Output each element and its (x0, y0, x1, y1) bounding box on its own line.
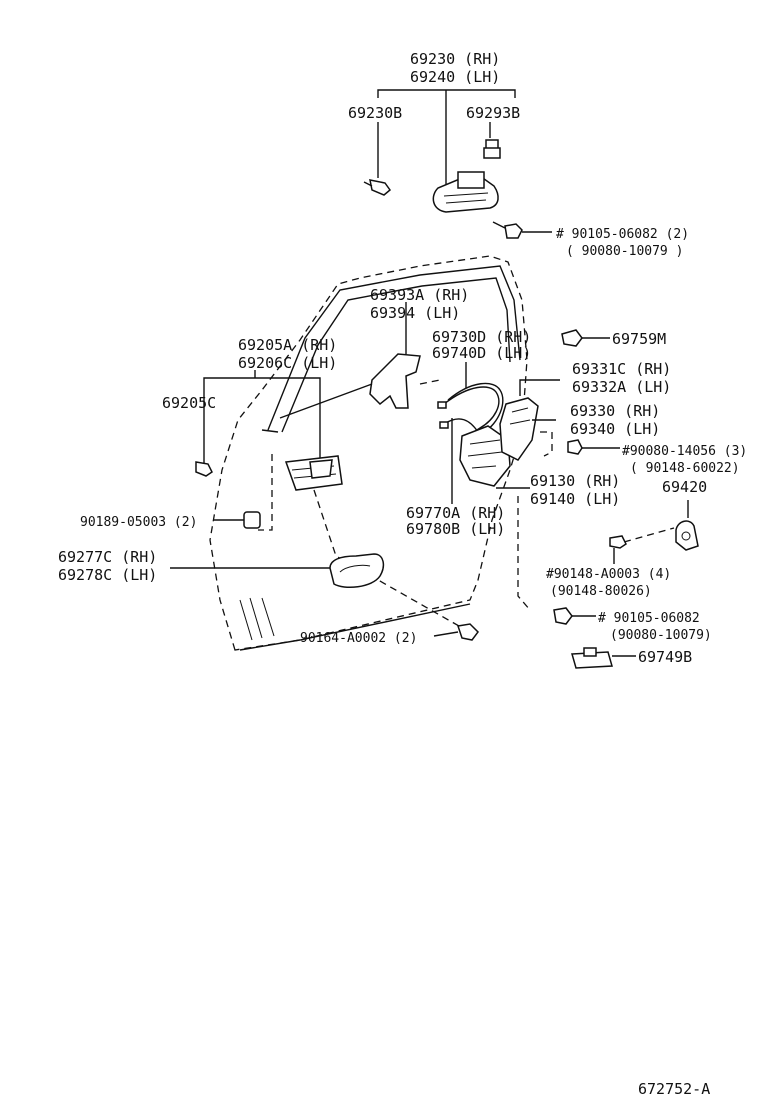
label-69130: 69130 (RH) (530, 472, 620, 490)
label-69140: 69140 (LH) (530, 490, 620, 508)
label-69330: 69330 (RH) (570, 402, 660, 420)
label-69278c: 69278C (LH) (58, 566, 157, 584)
label-69230b: 69230B (348, 104, 402, 122)
label-69730d: 69730D (RH) (432, 328, 531, 346)
label-69780b: 69780B (LH) (406, 520, 505, 538)
grommet-90189 (214, 511, 261, 529)
label-69393a: 69393A (RH) (370, 286, 469, 304)
label-69205c: 69205C (162, 394, 216, 412)
label-90189: 90189-05003 (2) (80, 515, 197, 530)
label-69205a: 69205A (RH) (238, 336, 337, 354)
label-90148-b: #90148-A0003 (4) (546, 567, 671, 582)
label-69749b: 69749B (638, 648, 692, 666)
label-90080-c: (90080-10079) (610, 628, 712, 643)
outside-handle-part (432, 171, 499, 213)
label-69770a: 69770A (RH) (406, 504, 505, 522)
door-lock-assembly-69130 (459, 379, 560, 489)
screw-69230b (363, 179, 392, 196)
label-90148-c: (90148-80026) (550, 584, 652, 599)
bolt-90080-14056 (567, 439, 620, 455)
label-69240: 69240 (LH) (410, 68, 500, 86)
inside-handle-bezel (170, 553, 385, 589)
label-69206c: 69206C (LH) (238, 354, 337, 372)
label-69293b: 69293B (466, 104, 520, 122)
part-labels: 69230 (RH) 69240 (LH) 69230B 69293B # 90… (58, 50, 747, 1098)
inside-handle-part (284, 455, 343, 491)
label-90080-a: ( 90080-10079 ) (566, 244, 683, 259)
door-panel-outline (209, 255, 528, 651)
label-69230: 69230 (RH) (410, 50, 500, 68)
label-69332a: 69332A (LH) (572, 378, 671, 396)
label-90164: 90164-A0002 (2) (300, 631, 417, 646)
label-69277c: 69277C (RH) (58, 548, 157, 566)
inside-handle-bracket (203, 370, 321, 470)
diagram-code: 672752-A (638, 1080, 710, 1098)
striker-69420 (623, 500, 699, 551)
label-69420: 69420 (662, 478, 707, 496)
bolt-90105-top (492, 221, 552, 239)
label-69740d: 69740D (LH) (432, 344, 531, 362)
clip-69293b (483, 139, 501, 159)
pin-69205c (195, 461, 213, 477)
bolt-90105-bottom (553, 607, 596, 625)
clip-69749b (571, 647, 636, 669)
label-69340: 69340 (LH) (570, 420, 660, 438)
label-90148-a: ( 90148-60022) (630, 461, 740, 476)
screw-90164 (433, 623, 479, 641)
lock-dashed-links (517, 431, 553, 611)
top-bracket-69230 (377, 89, 516, 185)
label-69759m: 69759M (612, 330, 666, 348)
inside-handle-dashed-links (258, 454, 467, 631)
remote-control-part-69393 (279, 302, 441, 419)
label-69331c: 69331C (RH) (572, 360, 671, 378)
label-90105-b: # 90105-06082 (598, 611, 700, 626)
label-90105-a: # 90105-06082 (2) (556, 227, 689, 242)
label-90080-b: #90080-14056 (3) (622, 444, 747, 459)
clip-69759m (561, 329, 610, 347)
label-69394: 69394 (LH) (370, 304, 460, 322)
screw-90148-a0003 (609, 535, 627, 564)
